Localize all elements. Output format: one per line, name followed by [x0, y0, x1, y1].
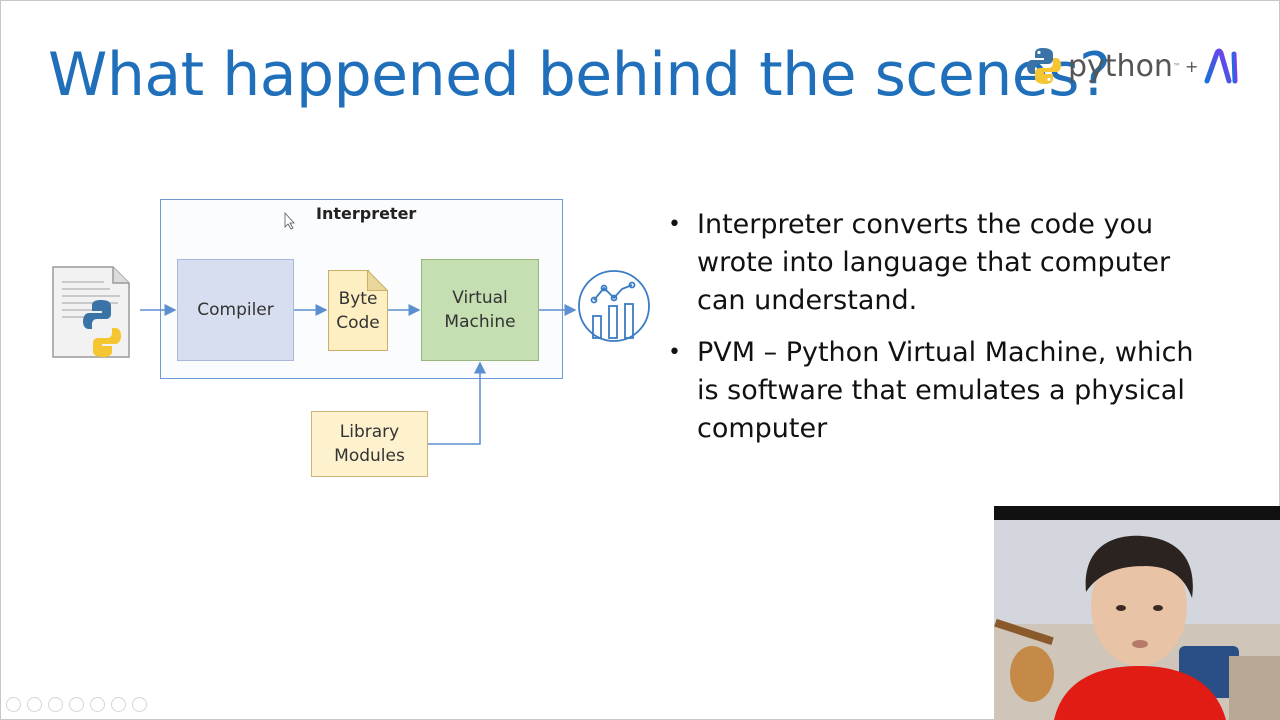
bullet-item: Interpreter converts the code you wrote …: [668, 206, 1208, 320]
slides-icon[interactable]: [69, 697, 84, 712]
python-logo-icon: [1027, 48, 1061, 84]
slide-title: What happened behind the scenes?: [48, 40, 1111, 110]
more-icon[interactable]: [132, 697, 147, 712]
virtual-machine-box: Virtual Machine: [421, 259, 539, 361]
zoom-icon[interactable]: [90, 697, 105, 712]
pen-icon[interactable]: [48, 697, 63, 712]
next-icon[interactable]: [27, 697, 42, 712]
brand-text: python: [1068, 48, 1173, 84]
presentation-toolbar: [6, 697, 147, 712]
bullet-list: Interpreter converts the code you wrote …: [668, 206, 1208, 462]
bytecode-box: Byte Code: [328, 270, 388, 351]
compiler-box: Compiler: [177, 259, 294, 361]
bytecode-label: Byte Code: [336, 288, 380, 333]
brand-plus: +: [1184, 56, 1199, 76]
bullet-item: PVM – Python Virtual Machine, which is s…: [668, 334, 1208, 448]
presenter-video: [994, 506, 1280, 720]
brand-logo: python ™ +: [1026, 44, 1242, 88]
bytecode-fold-corner: [367, 270, 388, 291]
ai-logo-icon: [1204, 48, 1238, 84]
compiler-label: Compiler: [197, 300, 274, 320]
interpreter-label: Interpreter: [316, 204, 417, 223]
virtual-machine-label: Virtual Machine: [444, 288, 516, 332]
brand-trademark: ™: [1172, 61, 1181, 71]
webcam-overlay: [994, 506, 1280, 720]
subtitles-icon[interactable]: [111, 697, 126, 712]
library-modules-label: Library Modules: [334, 422, 405, 466]
library-modules-box: Library Modules: [311, 411, 428, 477]
prev-icon[interactable]: [6, 697, 21, 712]
